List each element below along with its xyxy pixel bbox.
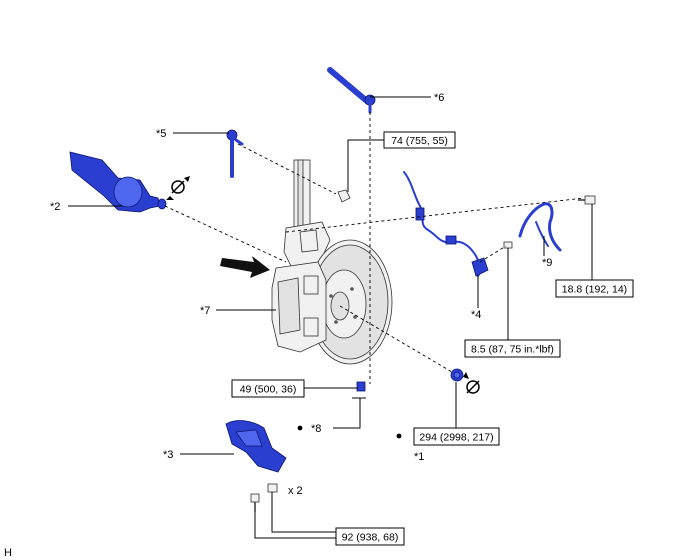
- speed-sensor-icon: [403, 171, 489, 277]
- speed-sensor-bolt-icon: [503, 241, 513, 249]
- engine-under-cover-icon: [225, 420, 287, 473]
- callout-5: *5: [156, 128, 166, 140]
- torque-value: 92 (938, 68): [342, 532, 399, 544]
- assembly-lines: [164, 112, 585, 384]
- no-reuse-icon-2: [463, 372, 480, 394]
- callout-4: *4: [471, 309, 481, 321]
- drive-shaft-icon: [69, 151, 167, 213]
- callout-3: *3: [163, 449, 173, 461]
- strut-assembly: [283, 159, 331, 269]
- under-cover-clip-icon: [267, 483, 278, 493]
- torque-value: 294 (2998, 217): [419, 432, 493, 444]
- torque-value: 8.5 (87, 75 in.*lbf): [471, 344, 554, 356]
- bullet-dot: [297, 425, 303, 431]
- torque-box-74: 74 (755, 55): [383, 131, 456, 149]
- sensor-bracket-icon: [518, 202, 562, 252]
- torque-value: 74 (755, 55): [391, 135, 448, 147]
- under-cover-bolt-icon: [250, 493, 260, 503]
- hub-nut-icon: [450, 368, 464, 382]
- torque-box-49: 49 (500, 36): [231, 379, 305, 398]
- leader-lines: [68, 96, 593, 539]
- direction-arrow-icon: [220, 256, 270, 278]
- torque-box-85: 8.5 (87, 75 in.*lbf): [464, 339, 561, 358]
- brake-disc: [307, 239, 393, 365]
- torque-box-188: 18.8 (192, 14): [555, 279, 634, 298]
- brake-caliper: [271, 261, 327, 353]
- callout-7: *7: [200, 305, 210, 317]
- corner-letter: H: [4, 547, 12, 559]
- callout-1: *1: [414, 451, 424, 463]
- torque-value: 18.8 (192, 14): [562, 284, 627, 296]
- tie-rod-end-icon: [327, 67, 376, 114]
- no-reuse-icon: [166, 176, 190, 200]
- stabilizer-nut-icon: [356, 381, 366, 392]
- torque-value: 49 (500, 36): [240, 384, 297, 396]
- callout-9: *9: [542, 257, 552, 269]
- callout-6: *6: [434, 92, 444, 104]
- callout-8: *8: [311, 423, 321, 435]
- torque-box-92: 92 (938, 68): [335, 527, 405, 546]
- stabilizer-link-icon: [226, 129, 244, 178]
- tie-rod-nut-icon: [337, 189, 351, 203]
- bullet-dot: [396, 433, 402, 439]
- torque-box-294: 294 (2998, 217): [413, 427, 500, 446]
- callout-2: *2: [50, 201, 60, 213]
- fasteners: [250, 189, 596, 512]
- quantity-label: x 2: [288, 485, 303, 497]
- sensor-bracket-bolt-icon: [584, 195, 596, 205]
